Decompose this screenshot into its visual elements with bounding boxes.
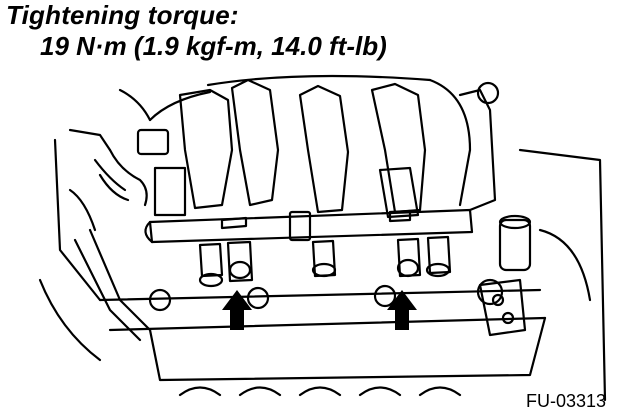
torque-heading-label: Tightening torque: xyxy=(6,0,239,30)
fuel-injectors xyxy=(198,235,452,288)
fuel-rail xyxy=(144,166,474,244)
left-hoses xyxy=(68,128,187,342)
cylinder-head xyxy=(98,278,547,397)
figure-code-label: FU-03313 xyxy=(525,391,606,411)
right-components xyxy=(458,81,607,402)
arrow-left-bolt xyxy=(222,290,252,330)
left-block xyxy=(38,88,152,362)
intake-manifold xyxy=(148,74,472,214)
torque-heading-value: 19 N·m (1.9 kgf-m, 14.0 ft-lb) xyxy=(40,31,387,61)
arrow-right-bolt xyxy=(387,290,417,330)
